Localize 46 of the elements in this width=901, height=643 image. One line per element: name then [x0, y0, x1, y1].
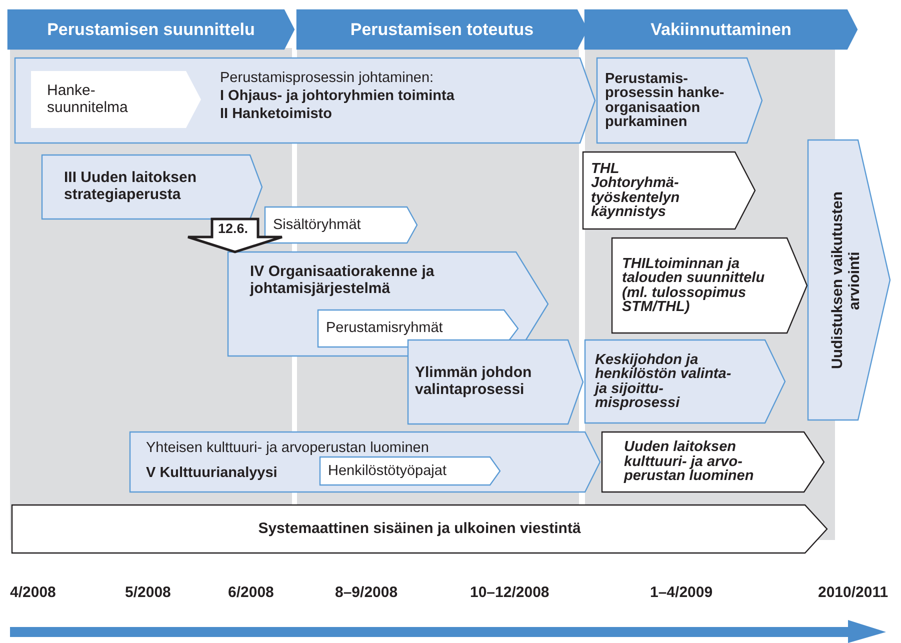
- task-label: Perustamisryhmät: [326, 320, 444, 337]
- task-label: Uuden laitoksen kulttuuri- ja arvo-perustan luominen: [624, 440, 755, 484]
- task-box: [612, 238, 807, 333]
- task-label: Perustamisprosessin johtaminen:: [220, 70, 434, 86]
- edge-label: 12.6.: [217, 222, 250, 236]
- task-label: V Kulttuurianalyysi: [146, 465, 278, 482]
- task-box: [583, 152, 755, 229]
- date-label: 4/2008: [10, 584, 56, 601]
- task-label: IV Organisaatiorakenne ja johtamisjärjestelmä: [250, 264, 436, 298]
- date-label: 2010/2011: [818, 584, 888, 601]
- phase-header: [8, 10, 294, 49]
- task-box: [597, 58, 762, 143]
- task-box: [408, 340, 583, 424]
- phase-header: [297, 10, 587, 49]
- task-box: [320, 457, 500, 485]
- task-label: III Uuden laitoksen strategiaperusta: [64, 170, 198, 204]
- task-label: THL Johtoryhmä-työskentelyn käynnistys: [591, 162, 681, 219]
- task-label: II Hanketoimisto: [220, 106, 332, 122]
- task-label: Yhteisen kulttuuri- ja arvoperustan luominen: [146, 440, 429, 456]
- task-label: I Ohjaus- ja johtoryhmien toiminta: [220, 88, 454, 104]
- date-label: 6/2008: [228, 584, 274, 601]
- task-box: [585, 340, 785, 423]
- task-box: [31, 71, 201, 128]
- task-box: [602, 432, 824, 492]
- task-label: THILtoiminnan ja talouden suunnittelu (ml. tulossopimus STM/THL): [622, 256, 766, 314]
- date-label: 8–9/2008: [335, 584, 398, 601]
- task-box: [42, 155, 262, 219]
- task-box: [12, 505, 827, 553]
- task-label: Keskijohdon ja henkilöstön valinta- ja sijoittu-misprosessi: [595, 352, 732, 410]
- date-label: 1–4/2009: [650, 584, 713, 601]
- evaluation-box: [808, 140, 890, 420]
- task-label: Systemaattinen sisäinen ja ulkoinen viestintä: [258, 520, 581, 538]
- task-box: [265, 207, 417, 243]
- header-text: Vakiinnuttaminen: [650, 20, 792, 40]
- vertical-label: Uudistuksen vaikutusten arviointi: [830, 190, 864, 371]
- task-label: Perustamis-prosessin hanke-organisaation purkaminen: [605, 72, 726, 130]
- header-text: Perustamisen toteutus: [350, 20, 534, 40]
- task-label: Hanke-suunnitelma: [47, 82, 129, 116]
- date-label: 10–12/2008: [470, 584, 550, 601]
- date-label: 5/2008: [125, 584, 171, 601]
- task-box: [130, 432, 600, 492]
- phase-header: [585, 10, 857, 49]
- header-text: Perustamisen suunnittelu: [47, 20, 255, 40]
- task-label: Sisältöryhmät: [273, 216, 362, 234]
- task-label: Henkilöstötyöpajat: [328, 462, 448, 480]
- task-label: Ylimmän johdon valintaprosessi: [415, 365, 533, 399]
